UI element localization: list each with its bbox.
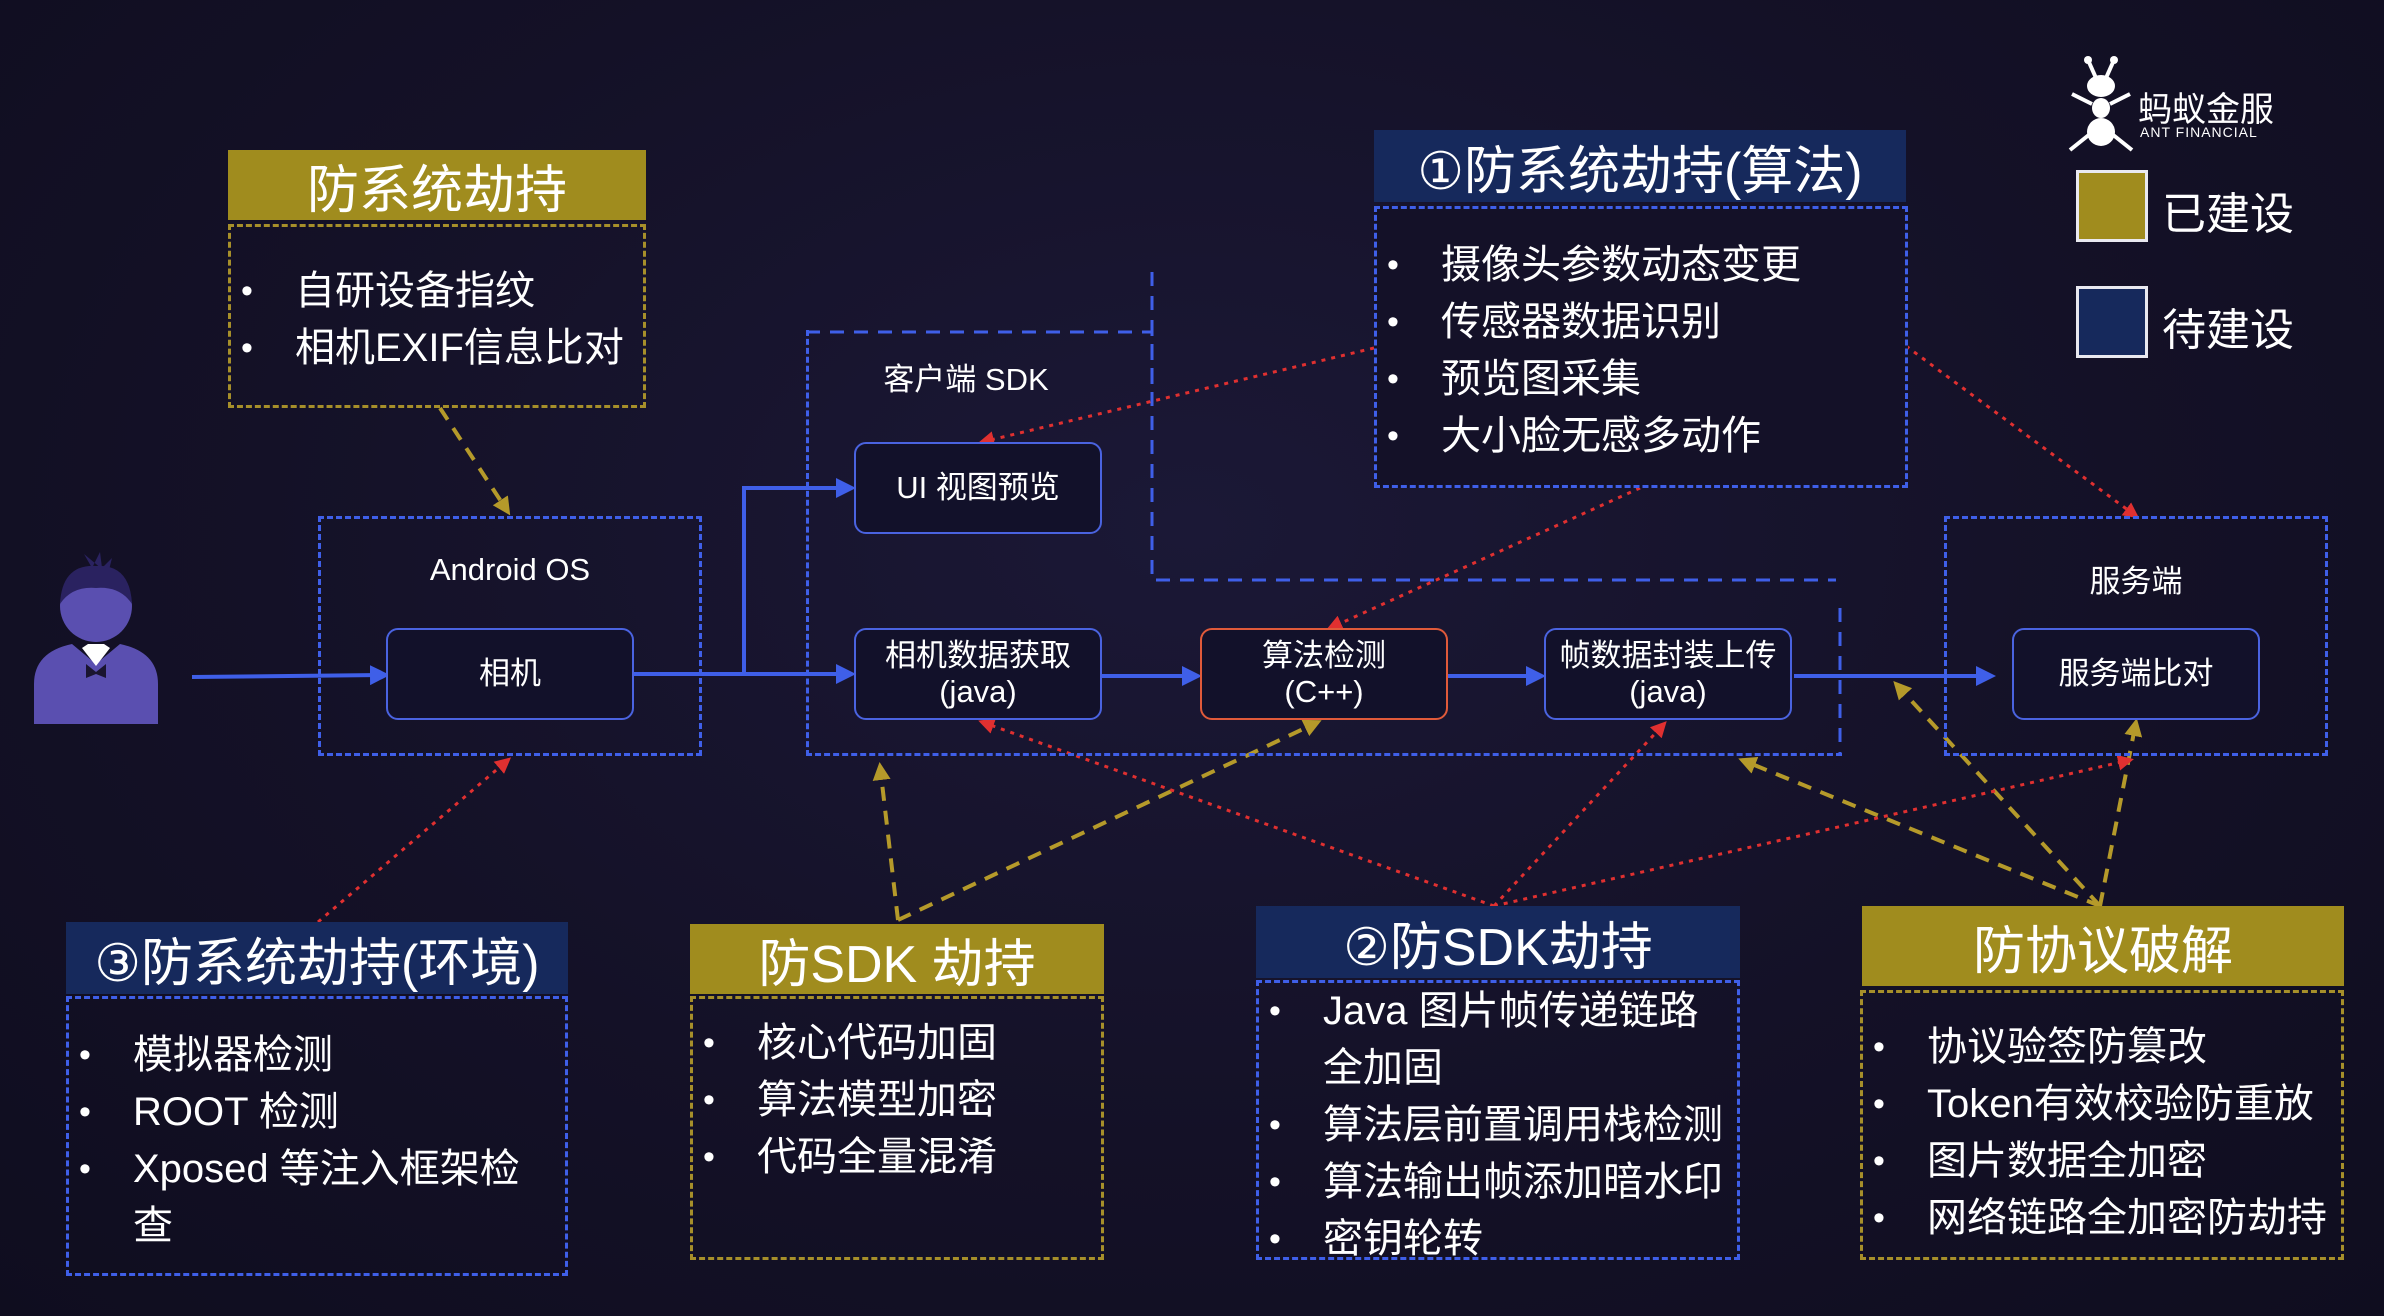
android-os-zone [318, 516, 702, 756]
logo-en: ANT FINANCIAL [2140, 124, 2258, 140]
list-item: 算法输出帧添加暗水印 [1259, 1154, 1723, 1211]
server-label: 服务端 [2089, 564, 2183, 599]
camera-data-node[interactable]: 相机数据获取 (java) [854, 628, 1102, 720]
list-item: 传感器数据识别 [1377, 294, 1905, 351]
user-avatar-icon [26, 544, 166, 724]
legend-swatch-todo [2076, 286, 2148, 358]
sdk-hijack-todo-header: ②防SDK劫持 [1256, 906, 1740, 978]
sdk-hijack-built-list: 核心代码加固 算法模型加密 代码全量混淆 [693, 1015, 1101, 1186]
link-sdk-to-data [872, 762, 900, 921]
main-flow-arrows [191, 478, 1996, 686]
sys-hijack-header: 防系统劫持 [228, 150, 646, 220]
legend-swatch-built [2076, 170, 2148, 242]
link-proto-to-server [2098, 718, 2143, 907]
sdk-hijack-todo-list: Java 图片帧传递链路全加固 算法层前置调用栈检测 算法输出帧添加暗水印 密钥… [1259, 983, 1723, 1268]
list-item: 模拟器检测 [69, 1027, 545, 1084]
flow-camera-to-preview [742, 478, 856, 674]
protocol-header: 防协议破解 [1862, 906, 2344, 986]
algo-hijack-list: 摄像头参数动态变更 传感器数据识别 预览图采集 大小脸无感多动作 [1377, 237, 1905, 465]
logo-cn: 蚂蚁金服 [2138, 91, 2274, 129]
sys-hijack-panel: 自研设备指纹 相机EXIF信息比对 [228, 224, 646, 408]
list-item: Java 图片帧传递链路全加固 [1259, 983, 1723, 1097]
algo-hijack-header: ①防系统劫持(算法) [1374, 130, 1906, 202]
list-item: 算法模型加密 [693, 1072, 1101, 1129]
list-item: 相机EXIF信息比对 [231, 320, 643, 377]
ant-logo-icon [2068, 56, 2134, 152]
ant-financial-logo: 蚂蚁金服 ANT FINANCIAL [2066, 54, 2286, 154]
link-sdk2-to-data [978, 718, 1495, 908]
server-zone [1944, 516, 2328, 756]
env-hijack-panel: 模拟器检测 ROOT 检测 Xposed 等注入框架检查 [66, 996, 568, 1276]
link-algo1-to-algo [1326, 486, 1641, 631]
ui-preview-node[interactable]: UI 视图预览 [854, 442, 1102, 534]
sdk-hijack-built-panel: 核心代码加固 算法模型加密 代码全量混淆 [690, 996, 1104, 1260]
list-item: 预览图采集 [1377, 351, 1905, 408]
list-item: 图片数据全加密 [1863, 1133, 2341, 1190]
sdk-hijack-todo-panel: Java 图片帧传递链路全加固 算法层前置调用栈检测 算法输出帧添加暗水印 密钥… [1256, 980, 1740, 1268]
env-hijack-header: ③防系统劫持(环境) [66, 922, 568, 994]
link-sys-to-android [438, 406, 511, 516]
protocol-list: 协议验签防篡改 Token有效校验防重放 图片数据全加密 网络链路全加密防劫持 [1863, 1019, 2341, 1247]
link-proto-to-upload [1738, 756, 2101, 908]
link-sdk2-to-upload [1492, 721, 1667, 908]
protocol-panel: 协议验签防篡改 Token有效校验防重放 图片数据全加密 网络链路全加密防劫持 [1860, 990, 2344, 1260]
list-item: 大小脸无感多动作 [1377, 408, 1905, 465]
client-sdk-label: 客户端 SDK [883, 362, 1049, 397]
list-item: 算法层前置调用栈检测 [1259, 1097, 1723, 1154]
server-compare-node[interactable]: 服务端比对 [2012, 628, 2260, 720]
legend-label-built: 已建设 [2162, 190, 2294, 239]
link-sdk2-to-server [1493, 754, 2134, 908]
list-item: 代码全量混淆 [693, 1129, 1101, 1186]
red-dotted-links [317, 344, 2140, 924]
algo-hijack-panel: 摄像头参数动态变更 传感器数据识别 预览图采集 大小脸无感多动作 [1374, 206, 1908, 488]
sdk-hijack-built-header: 防SDK 劫持 [690, 924, 1104, 994]
link-proto-to-sdk-edge [1893, 681, 2102, 908]
flow-user-to-camera [191, 665, 390, 686]
frame-upload-node[interactable]: 帧数据封装上传 (java) [1544, 628, 1792, 720]
list-item: 自研设备指纹 [231, 263, 643, 320]
list-item: 摄像头参数动态变更 [1377, 237, 1905, 294]
list-item: Token有效校验防重放 [1863, 1076, 2341, 1133]
link-algo1-to-server [1905, 344, 2140, 519]
list-item: 协议验签防篡改 [1863, 1019, 2341, 1076]
link-env-to-android [317, 757, 512, 924]
android-os-label: Android OS [429, 552, 591, 587]
env-hijack-list: 模拟器检测 ROOT 检测 Xposed 等注入框架检查 [69, 1027, 545, 1255]
list-item: 网络链路全加密防劫持 [1863, 1190, 2341, 1247]
list-item: Xposed 等注入框架检查 [69, 1141, 545, 1255]
list-item: ROOT 检测 [69, 1084, 545, 1141]
algo-detect-node[interactable]: 算法检测 (C++) [1200, 628, 1448, 720]
list-item: 密钥轮转 [1259, 1211, 1723, 1268]
camera-node[interactable]: 相机 [386, 628, 634, 720]
legend-label-todo: 待建设 [2162, 306, 2294, 355]
client-sdk-zone [806, 330, 1842, 756]
list-item: 核心代码加固 [693, 1015, 1101, 1072]
link-algo1-to-preview [978, 346, 1375, 447]
sys-hijack-list: 自研设备指纹 相机EXIF信息比对 [231, 263, 643, 377]
